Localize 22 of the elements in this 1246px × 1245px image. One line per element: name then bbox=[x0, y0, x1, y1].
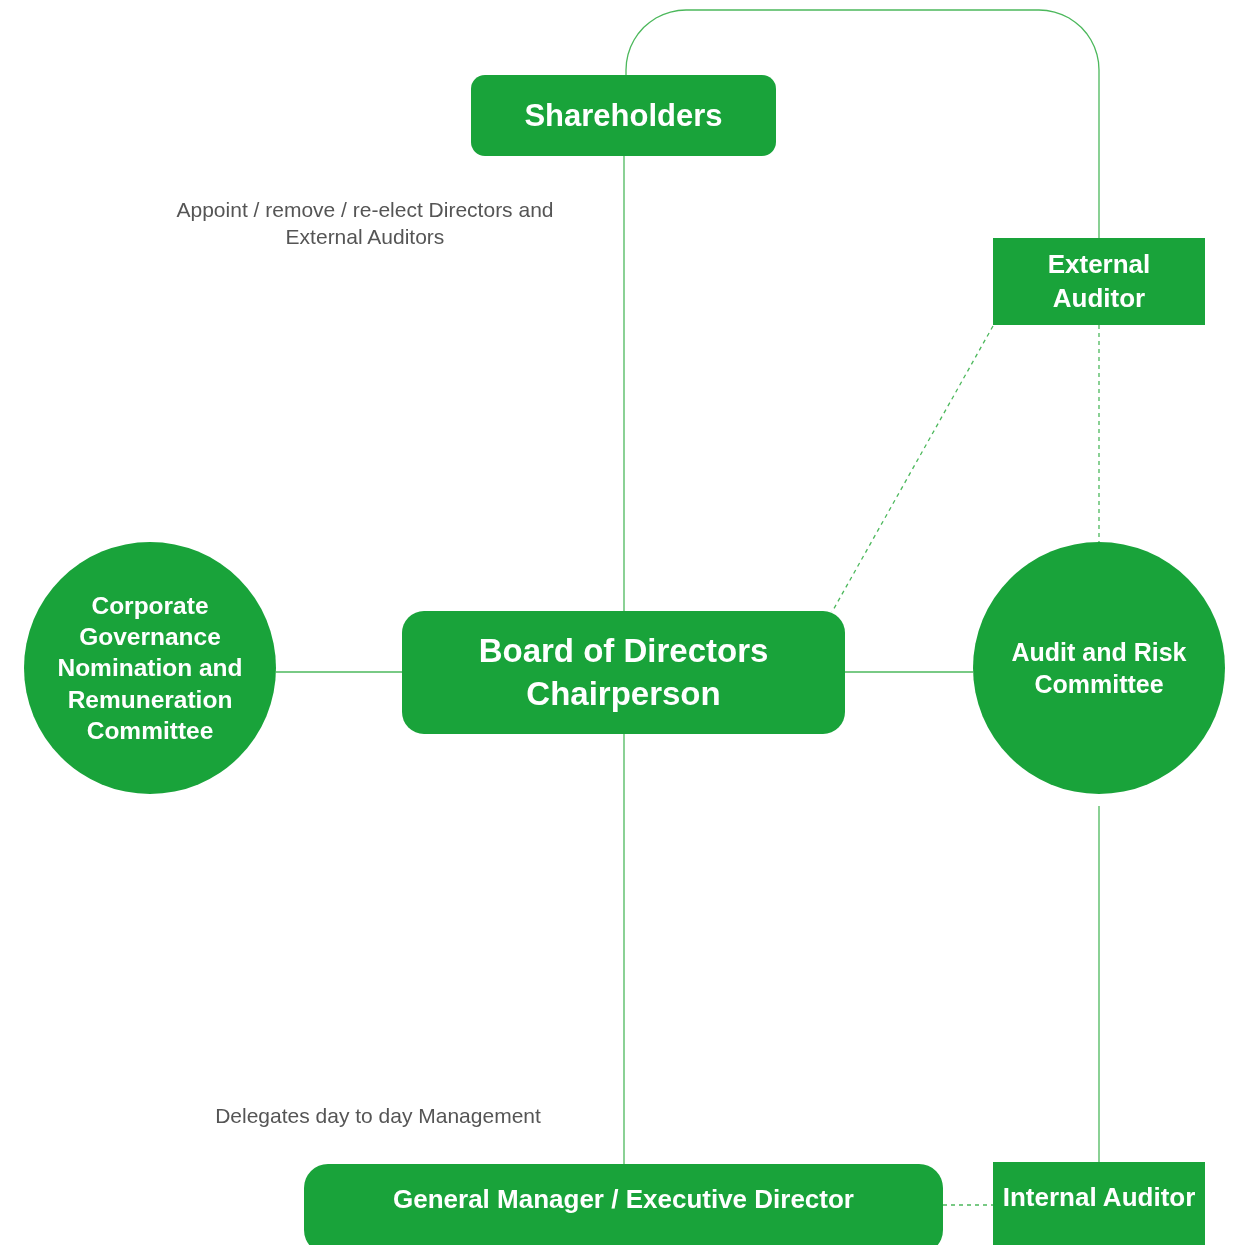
edge-label: Appoint / remove / re-elect Directors and External Auditors bbox=[175, 197, 555, 250]
process-box bbox=[304, 1164, 943, 1245]
node-label: External Auditor bbox=[1046, 248, 1152, 315]
dashed-connector bbox=[1098, 324, 1100, 543]
connector-line bbox=[1098, 805, 1100, 1163]
connector-line bbox=[623, 155, 625, 612]
connector-line bbox=[625, 9, 1100, 239]
process-box bbox=[471, 75, 776, 156]
node-label: General Manager / Executive Director bbox=[393, 1183, 854, 1217]
connector-line bbox=[844, 671, 974, 673]
connector-line bbox=[275, 671, 403, 673]
process-box bbox=[993, 1162, 1205, 1245]
dashed-connector bbox=[942, 1204, 994, 1206]
node-label: Corporate Governance Nomination and Remuneration Committee bbox=[56, 590, 244, 747]
process-box bbox=[993, 238, 1205, 325]
node-label: Board of Directors Chairperson bbox=[477, 631, 770, 714]
connector-line bbox=[623, 733, 625, 1165]
process-box bbox=[402, 611, 845, 734]
edge-label: Delegates day to day Management bbox=[214, 1103, 542, 1129]
node-label: Internal Auditor bbox=[1002, 1181, 1196, 1215]
node-label: Shareholders bbox=[524, 96, 723, 135]
node-label: Audit and Risk Committee bbox=[1010, 637, 1188, 700]
